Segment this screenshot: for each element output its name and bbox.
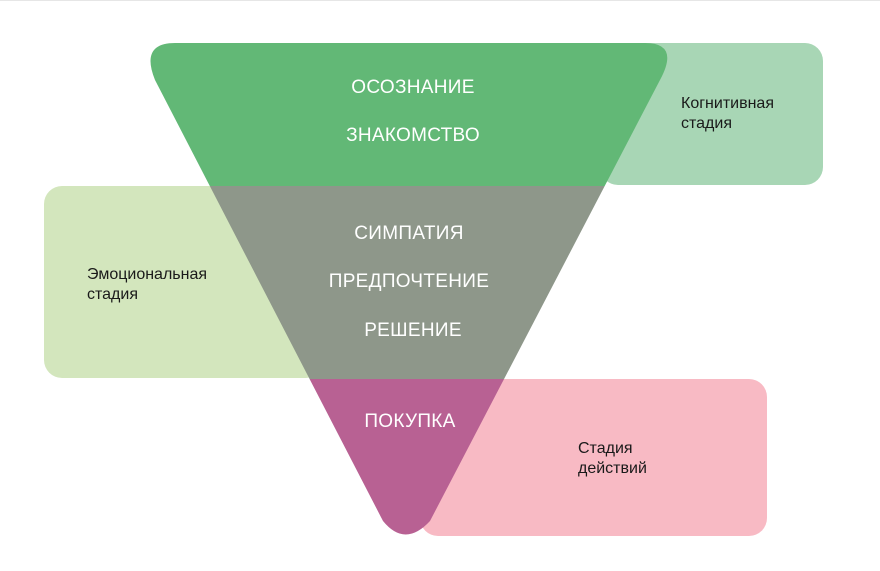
funnel-step-liking: СИМПАТИЯ [354,223,463,244]
funnel-cognitive-band [150,43,668,186]
funnel-step-awareness: ОСОЗНАНИЕ [351,77,474,98]
cognitive-stage-label: Когнитивная стадия [681,95,774,132]
top-divider [0,0,880,1]
funnel-step-decision: РЕШЕНИЕ [364,320,462,341]
funnel-step-purchase: ПОКУПКА [364,411,455,432]
action-stage-label: Стадия действий [578,440,647,477]
funnel-step-familiarity: ЗНАКОМСТВО [346,125,480,146]
funnel-step-preference: ПРЕДПОЧТЕНИЕ [329,271,489,292]
emotional-stage-label: Эмоциональная стадия [87,266,208,303]
